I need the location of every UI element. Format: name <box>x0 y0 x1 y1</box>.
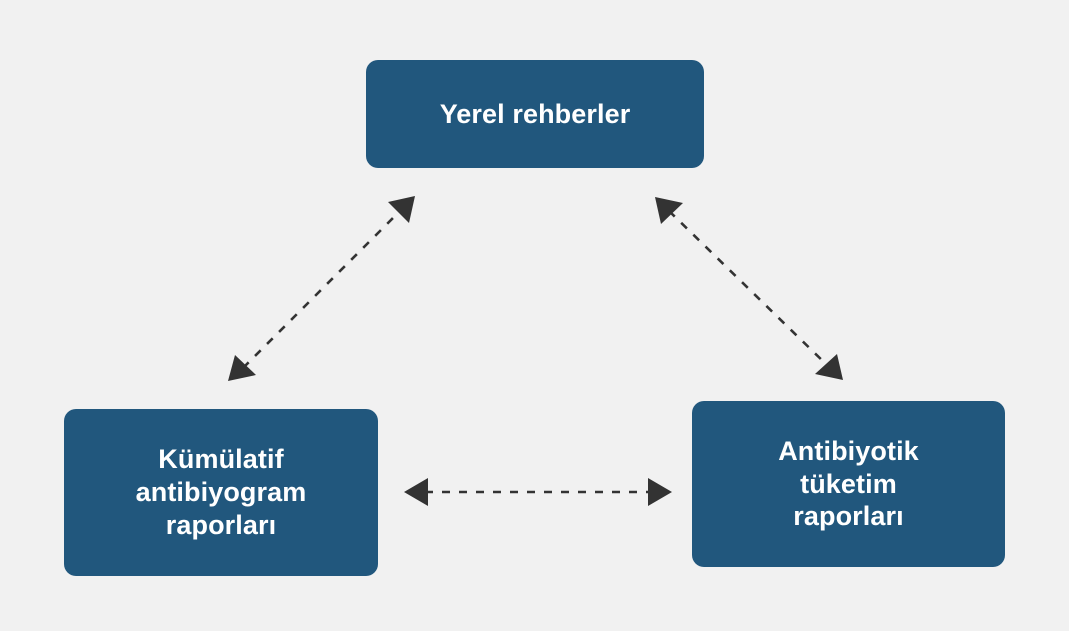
edge-right-arrowhead-lower <box>815 354 843 380</box>
node-yerel-rehberler-label: Yerel rehberler <box>439 98 631 129</box>
edge-right-line <box>668 210 830 368</box>
node-antibiyotik-tuketim-raporlari[interactable]: Antibiyotik tüketim raporları <box>692 401 1005 567</box>
edge-right <box>655 197 843 380</box>
edge-left <box>228 196 415 381</box>
edge-left-line <box>242 209 402 369</box>
node-antibiyotik-tuketim-raporlari-label: Antibiyotik tüketim raporları <box>778 435 919 532</box>
edge-bottom-arrowhead-right <box>648 478 672 506</box>
edge-bottom-arrowhead-left <box>404 478 428 506</box>
node-yerel-rehberler[interactable]: Yerel rehberler <box>366 60 704 168</box>
node-kumulatif-antibiyogram-raporlari[interactable]: Kümülatif antibiyogram raporları <box>64 409 378 576</box>
edge-bottom <box>404 478 672 506</box>
edge-left-arrowhead-upper <box>388 196 415 223</box>
edge-right-arrowhead-upper <box>655 197 683 224</box>
edge-left-arrowhead-lower <box>228 355 256 381</box>
node-kumulatif-antibiyogram-raporlari-label: Kümülatif antibiyogram raporları <box>135 444 307 540</box>
